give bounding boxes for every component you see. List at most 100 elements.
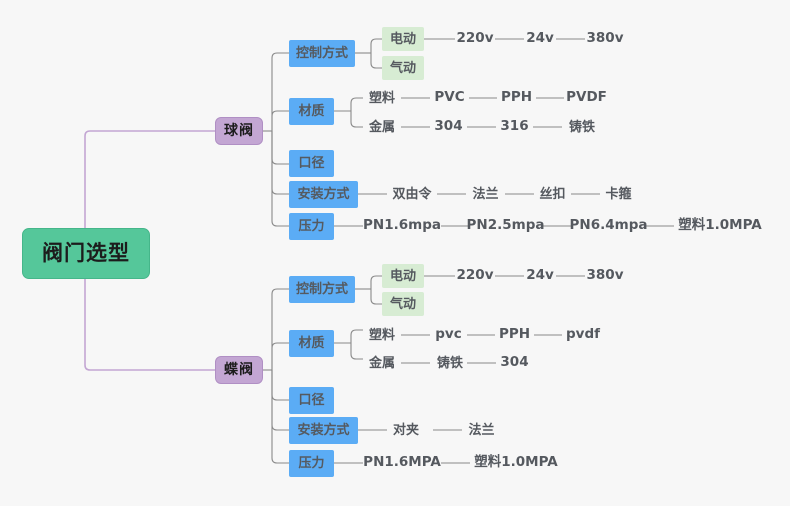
leaf-ball-pressure-pn25[interactable]: PN2.5mpa <box>466 215 545 237</box>
leaf-label: 24v <box>526 30 554 47</box>
leaf-ball-metal-316[interactable]: 316 <box>496 116 533 138</box>
category-label: 口径 <box>298 156 325 171</box>
subnode-label: 金属 <box>368 119 395 135</box>
category-label: 材质 <box>298 336 325 351</box>
branch-node-label: 球阀 <box>224 123 254 139</box>
subnode-butterfly-electric[interactable]: 电动 <box>382 264 424 288</box>
category-ball-pressure[interactable]: 压力 <box>289 213 334 240</box>
leaf-butterfly-pressure-pn16[interactable]: PN1.6MPA <box>363 452 441 474</box>
category-label: 压力 <box>298 456 325 471</box>
leaf-label: 铸铁 <box>436 355 463 371</box>
category-label: 控制方式 <box>296 46 349 61</box>
leaf-butterfly-install-flange[interactable]: 法兰 <box>462 419 501 441</box>
root-node-valve-selection[interactable]: 阀门选型 <box>22 228 150 279</box>
category-butterfly-material[interactable]: 材质 <box>289 330 334 357</box>
leaf-butterfly-electric-380v[interactable]: 380v <box>585 265 625 287</box>
leaf-label: PN1.6mpa <box>363 217 441 234</box>
category-ball-caliber[interactable]: 口径 <box>289 150 334 177</box>
category-butterfly-control-method[interactable]: 控制方式 <box>289 276 355 303</box>
leaf-ball-plastic-pvdf[interactable]: PVDF <box>564 87 609 109</box>
branch-node-label: 蝶阀 <box>224 362 254 378</box>
leaf-ball-electric-24v[interactable]: 24v <box>524 28 556 50</box>
leaf-label: 对夹 <box>392 422 419 438</box>
category-butterfly-pressure[interactable]: 压力 <box>289 450 334 477</box>
leaf-butterfly-metal-304[interactable]: 304 <box>496 352 533 374</box>
leaf-label: 法兰 <box>472 186 499 202</box>
leaf-label: 380v <box>586 30 624 47</box>
leaf-label: 316 <box>500 118 529 135</box>
leaf-label: 塑料1.0MPA <box>678 217 762 234</box>
leaf-label: PVC <box>434 89 465 106</box>
subnode-butterfly-pneumatic[interactable]: 气动 <box>382 292 424 316</box>
category-butterfly-caliber[interactable]: 口径 <box>289 387 334 414</box>
leaf-ball-electric-220v[interactable]: 220v <box>455 28 495 50</box>
branch-node-ball-valve[interactable]: 球阀 <box>215 117 263 145</box>
leaf-ball-install-flange[interactable]: 法兰 <box>466 183 505 205</box>
subnode-butterfly-plastic[interactable]: 塑料 <box>363 324 401 346</box>
leaf-ball-metal-cast-iron[interactable]: 铸铁 <box>562 116 602 138</box>
leaf-ball-plastic-pph[interactable]: PPH <box>497 87 536 109</box>
leaf-butterfly-plastic-pvdf[interactable]: pvdf <box>562 324 604 346</box>
leaf-label: 220v <box>456 267 494 284</box>
subnode-label: 塑料 <box>368 327 395 343</box>
leaf-label: 丝扣 <box>539 186 566 202</box>
leaf-label: 双由令 <box>392 186 432 202</box>
leaf-label: PVDF <box>566 89 607 106</box>
leaf-ball-plastic-pvc[interactable]: PVC <box>430 87 469 109</box>
subnode-label: 塑料 <box>368 90 395 106</box>
category-label: 控制方式 <box>296 282 349 297</box>
leaf-label: pvdf <box>565 326 600 343</box>
leaf-ball-pressure-pn64[interactable]: PN6.4mpa <box>569 215 648 237</box>
leaf-ball-metal-304[interactable]: 304 <box>430 116 467 138</box>
root-node-label: 阀门选型 <box>42 241 130 265</box>
leaf-label: PPH <box>498 326 531 343</box>
category-label: 安装方式 <box>297 423 350 438</box>
leaf-butterfly-electric-24v[interactable]: 24v <box>524 265 556 287</box>
leaf-ball-install-thread[interactable]: 丝扣 <box>534 183 571 205</box>
leaf-butterfly-plastic-pph[interactable]: PPH <box>495 324 534 346</box>
leaf-butterfly-pressure-plastic10[interactable]: 塑料1.0MPA <box>470 452 562 474</box>
subnode-butterfly-metal[interactable]: 金属 <box>363 352 401 374</box>
leaf-label: PPH <box>500 89 533 106</box>
leaf-label: 铸铁 <box>568 119 595 135</box>
leaf-ball-pressure-pn16[interactable]: PN1.6mpa <box>363 215 441 237</box>
leaf-label: PN6.4mpa <box>569 217 648 234</box>
category-ball-control-method[interactable]: 控制方式 <box>289 40 355 67</box>
category-label: 口径 <box>298 393 325 408</box>
category-butterfly-installation[interactable]: 安装方式 <box>289 417 358 444</box>
leaf-label: 304 <box>500 354 529 371</box>
leaf-label: 220v <box>456 30 494 47</box>
category-ball-material[interactable]: 材质 <box>289 98 334 125</box>
leaf-ball-pressure-plastic10[interactable]: 塑料1.0MPA <box>674 215 766 237</box>
leaf-label: 24v <box>526 267 554 284</box>
leaf-ball-install-union[interactable]: 双由令 <box>387 183 437 205</box>
leaf-label: 卡箍 <box>605 186 632 202</box>
category-label: 安装方式 <box>297 187 350 202</box>
category-label: 材质 <box>298 104 325 119</box>
leaf-label: 304 <box>434 118 463 135</box>
leaf-label: 380v <box>586 267 624 284</box>
subnode-ball-metal[interactable]: 金属 <box>363 116 401 138</box>
leaf-ball-install-clamp[interactable]: 卡箍 <box>600 183 637 205</box>
subnode-ball-electric[interactable]: 电动 <box>382 27 424 51</box>
leaf-butterfly-electric-220v[interactable]: 220v <box>455 265 495 287</box>
leaf-label: pvc <box>435 326 462 343</box>
category-ball-installation[interactable]: 安装方式 <box>289 181 358 208</box>
subnode-ball-pneumatic[interactable]: 气动 <box>382 56 424 80</box>
leaf-label: 法兰 <box>468 422 495 438</box>
leaf-butterfly-metal-cast-iron[interactable]: 铸铁 <box>430 352 470 374</box>
category-label: 压力 <box>298 219 325 234</box>
branch-node-butterfly-valve[interactable]: 蝶阀 <box>215 356 263 384</box>
leaf-label: PN1.6MPA <box>363 454 441 471</box>
leaf-label: 塑料1.0MPA <box>474 454 558 471</box>
subnode-label: 气动 <box>390 296 417 312</box>
subnode-label: 电动 <box>390 31 417 47</box>
subnode-label: 金属 <box>368 355 395 371</box>
leaf-butterfly-plastic-pvc[interactable]: pvc <box>430 324 467 346</box>
leaf-ball-electric-380v[interactable]: 380v <box>585 28 625 50</box>
leaf-label: PN2.5mpa <box>466 217 545 234</box>
leaf-butterfly-install-wafer[interactable]: 对夹 <box>387 419 425 441</box>
subnode-label: 气动 <box>390 60 417 76</box>
subnode-ball-plastic[interactable]: 塑料 <box>363 87 401 109</box>
